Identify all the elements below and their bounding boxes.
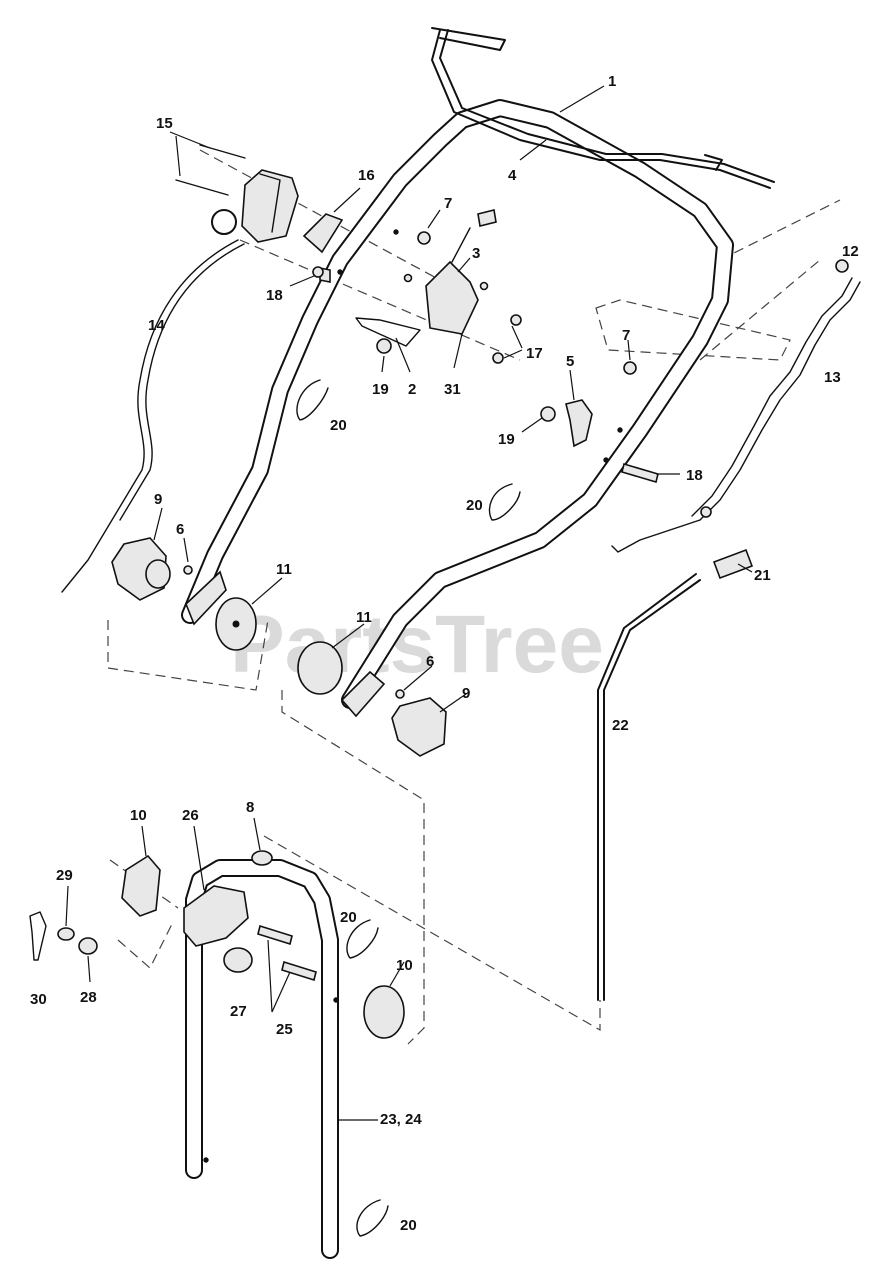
callout-6: 6: [426, 653, 434, 670]
control-bail: [431, 27, 775, 189]
hairpin-clips: [296, 379, 521, 1237]
callout-25: 25: [276, 1021, 293, 1038]
callout-2: 2: [408, 381, 416, 398]
callout-17: 17: [526, 345, 543, 362]
callout-7: 7: [444, 195, 452, 212]
callout-18: 18: [266, 287, 283, 304]
control-cable: [611, 259, 861, 553]
callout-labels: 1 4 15 16 7 3 12 18 14 17 19 2 31 7 13 5…: [30, 73, 859, 1234]
control-housing: [61, 144, 344, 593]
callout-4: 4: [508, 167, 517, 184]
assembly-guide-lines: [107, 149, 841, 1045]
callout-12: 12: [842, 243, 859, 260]
callout-18: 18: [686, 467, 703, 484]
callout-23-24: 23, 24: [380, 1111, 422, 1128]
callout-21: 21: [754, 567, 771, 584]
callout-26: 26: [182, 807, 199, 824]
callout-8: 8: [246, 799, 254, 816]
callout-20: 20: [400, 1217, 417, 1234]
callout-27: 27: [230, 1003, 247, 1020]
callout-22: 22: [612, 717, 629, 734]
lower-handle: [185, 859, 339, 1259]
callout-11: 11: [356, 609, 372, 626]
callout-9: 9: [154, 491, 162, 508]
callout-16: 16: [358, 167, 375, 184]
callout-3: 3: [472, 245, 480, 262]
knobs-and-brackets: [111, 537, 447, 757]
callout-19: 19: [372, 381, 389, 398]
callout-29: 29: [56, 867, 73, 884]
callout-14: 14: [148, 317, 165, 334]
callout-11: 11: [276, 561, 292, 578]
callout-31: 31: [444, 381, 461, 398]
callout-10: 10: [130, 807, 147, 824]
callout-1: 1: [608, 73, 616, 90]
callout-6: 6: [176, 521, 184, 538]
callout-20: 20: [330, 417, 347, 434]
callout-20: 20: [466, 497, 483, 514]
callout-20: 20: [340, 909, 357, 926]
callout-9: 9: [462, 685, 470, 702]
leader-lines: [65, 85, 753, 1121]
callout-30: 30: [30, 991, 47, 1008]
callout-10: 10: [396, 957, 413, 974]
hardware-right: [540, 361, 659, 484]
hardware-top: [312, 209, 522, 364]
callout-28: 28: [80, 989, 97, 1006]
upper-handle: [181, 99, 734, 709]
callout-5: 5: [566, 353, 574, 370]
callout-19: 19: [498, 431, 515, 448]
callout-13: 13: [824, 369, 841, 386]
hardware-lower: [29, 850, 405, 1039]
grip-and-bar: [597, 548, 754, 1001]
callout-7: 7: [622, 327, 630, 344]
callout-15: 15: [156, 115, 173, 132]
